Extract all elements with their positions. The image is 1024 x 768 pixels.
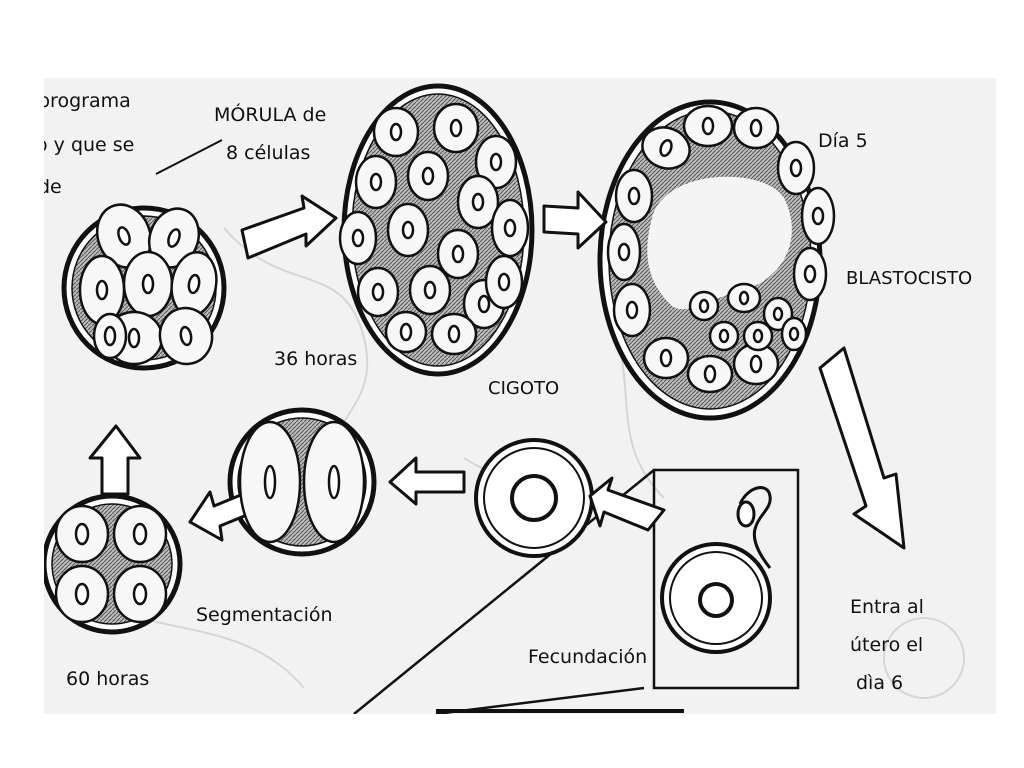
label-morula-line-2: 8 células: [226, 142, 311, 164]
blastocyst-trophoblast-cell-4: [776, 140, 816, 196]
blastocyst-trophoblast-cell-11: [732, 342, 780, 386]
label-segmentacion: Segmentación: [196, 604, 333, 626]
morula8-cell-8: [92, 312, 128, 360]
blastocoel-cavity: [647, 176, 792, 310]
morula8-cell-4: [122, 250, 174, 318]
zygote-nucleus: [510, 474, 558, 522]
blastocyst-trophoblast-cell-9: [642, 336, 690, 380]
morula16-cell-10: [490, 198, 530, 258]
inner-cell-mass-cell-1: [688, 290, 720, 322]
arrow-morula8-to-morula16: [240, 194, 338, 260]
cut-text-line-1: programa: [44, 90, 131, 112]
arrow-zygote-to-two-cell: [388, 456, 466, 506]
arrow-fertilization-to-zygote: [588, 476, 666, 532]
inner-cell-mass-cell-4: [708, 320, 740, 352]
morula16-cell-1: [372, 106, 420, 158]
blastocyst-trophoblast-cell-10: [686, 354, 734, 394]
label-entra-line-2: útero el: [850, 634, 924, 656]
morula16-cell-16: [484, 254, 524, 310]
label-entra-line-3: dìa 6: [856, 672, 904, 694]
label-36-horas: 36 horas: [274, 348, 358, 370]
morula16-cell-4: [354, 154, 398, 210]
fertilized-egg: [660, 486, 772, 654]
four-cell-stage-cell-3: [54, 564, 110, 624]
morula16-cell-7: [338, 210, 378, 266]
morula16-cell-5: [406, 150, 450, 202]
inner-cell-mass-cell-5: [742, 320, 774, 352]
blastocyst-trophoblast-cell-6: [614, 168, 654, 224]
blastocyst-trophoblast-cell-3: [732, 106, 780, 150]
two-cell-stage-cell-1: [238, 420, 302, 544]
label-blastocisto: BLASTOCISTO: [846, 268, 973, 289]
morula8-cell-2: [147, 207, 201, 269]
label-entra-line-1: Entra al: [850, 596, 924, 618]
blastocyst-trophoblast-cell-7: [606, 222, 642, 282]
blastocyst-trophoblast-cell-8: [612, 282, 652, 338]
label-morula-line-1: MÓRULA de: [214, 104, 327, 126]
morula8-cell-5: [170, 251, 218, 317]
sperm-head: [736, 500, 756, 528]
morula8-cell-7: [158, 306, 214, 366]
label-dia-5: Día 5: [818, 130, 868, 152]
morula16-cell-11: [356, 266, 400, 318]
blastocyst-trophoblast-cell-5: [800, 186, 836, 246]
arrow-four-cell-to-morula8: [88, 424, 142, 496]
arrow-blastocyst-to-uterus: [818, 346, 906, 550]
morula8-cell-3: [78, 254, 126, 326]
embryo-development-diagram: mo que: [44, 83, 965, 714]
four-cell-stage-cell-1: [54, 504, 110, 564]
morula16-cell-12: [408, 264, 452, 316]
label-cigoto: CIGOTO: [488, 378, 560, 399]
morula16-cell-9: [436, 228, 480, 280]
inner-cell-mass-cell-6: [780, 316, 808, 352]
four-cell-stage-cell-4: [112, 564, 168, 624]
egg-nucleus: [698, 582, 734, 618]
blastocyst-trophoblast-cell-2: [682, 104, 734, 148]
morula16-cell-8: [386, 202, 430, 258]
blastocyst-trophoblast-cell-1: [641, 126, 691, 170]
cut-text-line-2: o y que se: [44, 134, 135, 156]
diagram-scan: mo que: [44, 78, 996, 714]
morula16-cell-14: [384, 310, 428, 354]
cut-text-line-3: de: [44, 176, 62, 198]
morula16-cell-6: [456, 174, 500, 230]
inner-cell-mass-cell-2: [726, 282, 762, 314]
arrow-morula16-to-blastocyst: [542, 190, 608, 250]
fecundation-inset-box: [652, 468, 800, 690]
blastocyst-trophoblast-cell-12: [792, 246, 828, 302]
label-60-horas: 60 horas: [66, 668, 150, 690]
label-fecundacion: Fecundación: [528, 646, 648, 668]
sperm-cell: [738, 486, 772, 569]
morula16-cell-2: [432, 102, 480, 154]
four-cell-stage-cell-2: [112, 504, 168, 564]
zygote: [474, 438, 594, 558]
morula16-cell-15: [430, 312, 478, 356]
two-cell-stage-cell-2: [302, 420, 366, 544]
morula-pointer-line: [155, 139, 223, 175]
